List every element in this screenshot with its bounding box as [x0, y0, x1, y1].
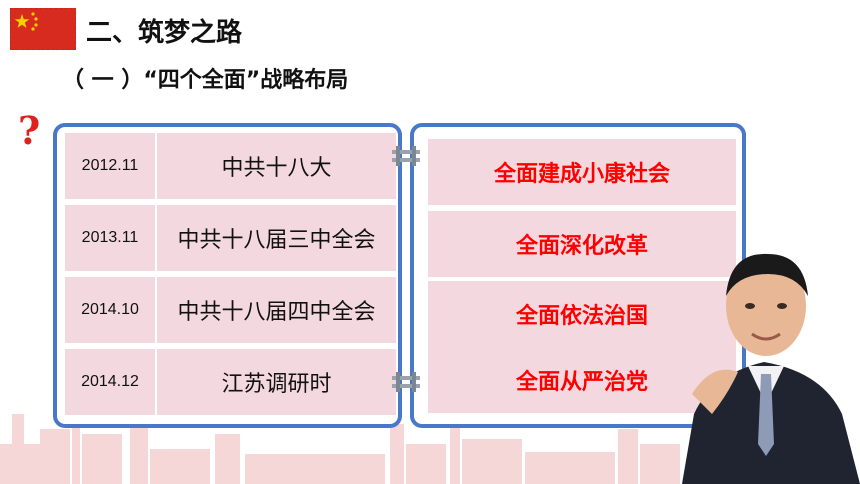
goal-label: 全面依法治国 [515, 304, 648, 329]
timeline-date: 2013.11 [65, 205, 157, 271]
goal-row: 全面从严治党 [428, 347, 736, 413]
timeline-row: 2013.11 中共十八届三中全会 [65, 205, 396, 271]
link-connector-icon [392, 372, 420, 392]
timeline-row: 2014.10 中共十八届四中全会 [65, 277, 396, 343]
timeline-event: 中共十八届四中全会 [177, 300, 376, 325]
goals-panel: 全面建成小康社会 全面深化改革 全面依法治国 全面从严治党 [410, 123, 746, 428]
question-mark-icon: ? [18, 108, 41, 153]
timeline-event: 江苏调研时 [221, 372, 332, 397]
goal-row: 全面依法治国 [428, 281, 736, 347]
goal-row: 全面建成小康社会 [428, 139, 736, 205]
timeline-panel: 2012.11 中共十八大 2013.11 中共十八届三中全会 2014.10 … [53, 123, 402, 428]
goal-label: 全面建成小康社会 [493, 162, 670, 187]
link-connector-icon [392, 146, 420, 166]
china-flag-icon [10, 8, 76, 50]
timeline-row: 2014.12 江苏调研时 [65, 349, 396, 415]
timeline-date: 2014.12 [65, 349, 157, 415]
goal-label: 全面深化改革 [515, 234, 648, 259]
city-skyline-decoration [0, 404, 680, 484]
timeline-date: 2014.10 [65, 277, 157, 343]
timeline-event: 中共十八届三中全会 [177, 228, 376, 253]
goal-row: 全面深化改革 [428, 211, 736, 277]
timeline-date: 2012.11 [65, 133, 157, 199]
timeline-event: 中共十八大 [221, 156, 332, 181]
page-subtitle: （ 一 ）“四个全面”战略布局 [62, 68, 349, 93]
speaker-photo [682, 253, 860, 484]
page-title: 二、筑梦之路 [86, 18, 243, 48]
goal-label: 全面从严治党 [515, 370, 648, 395]
timeline-row: 2012.11 中共十八大 [65, 133, 396, 199]
